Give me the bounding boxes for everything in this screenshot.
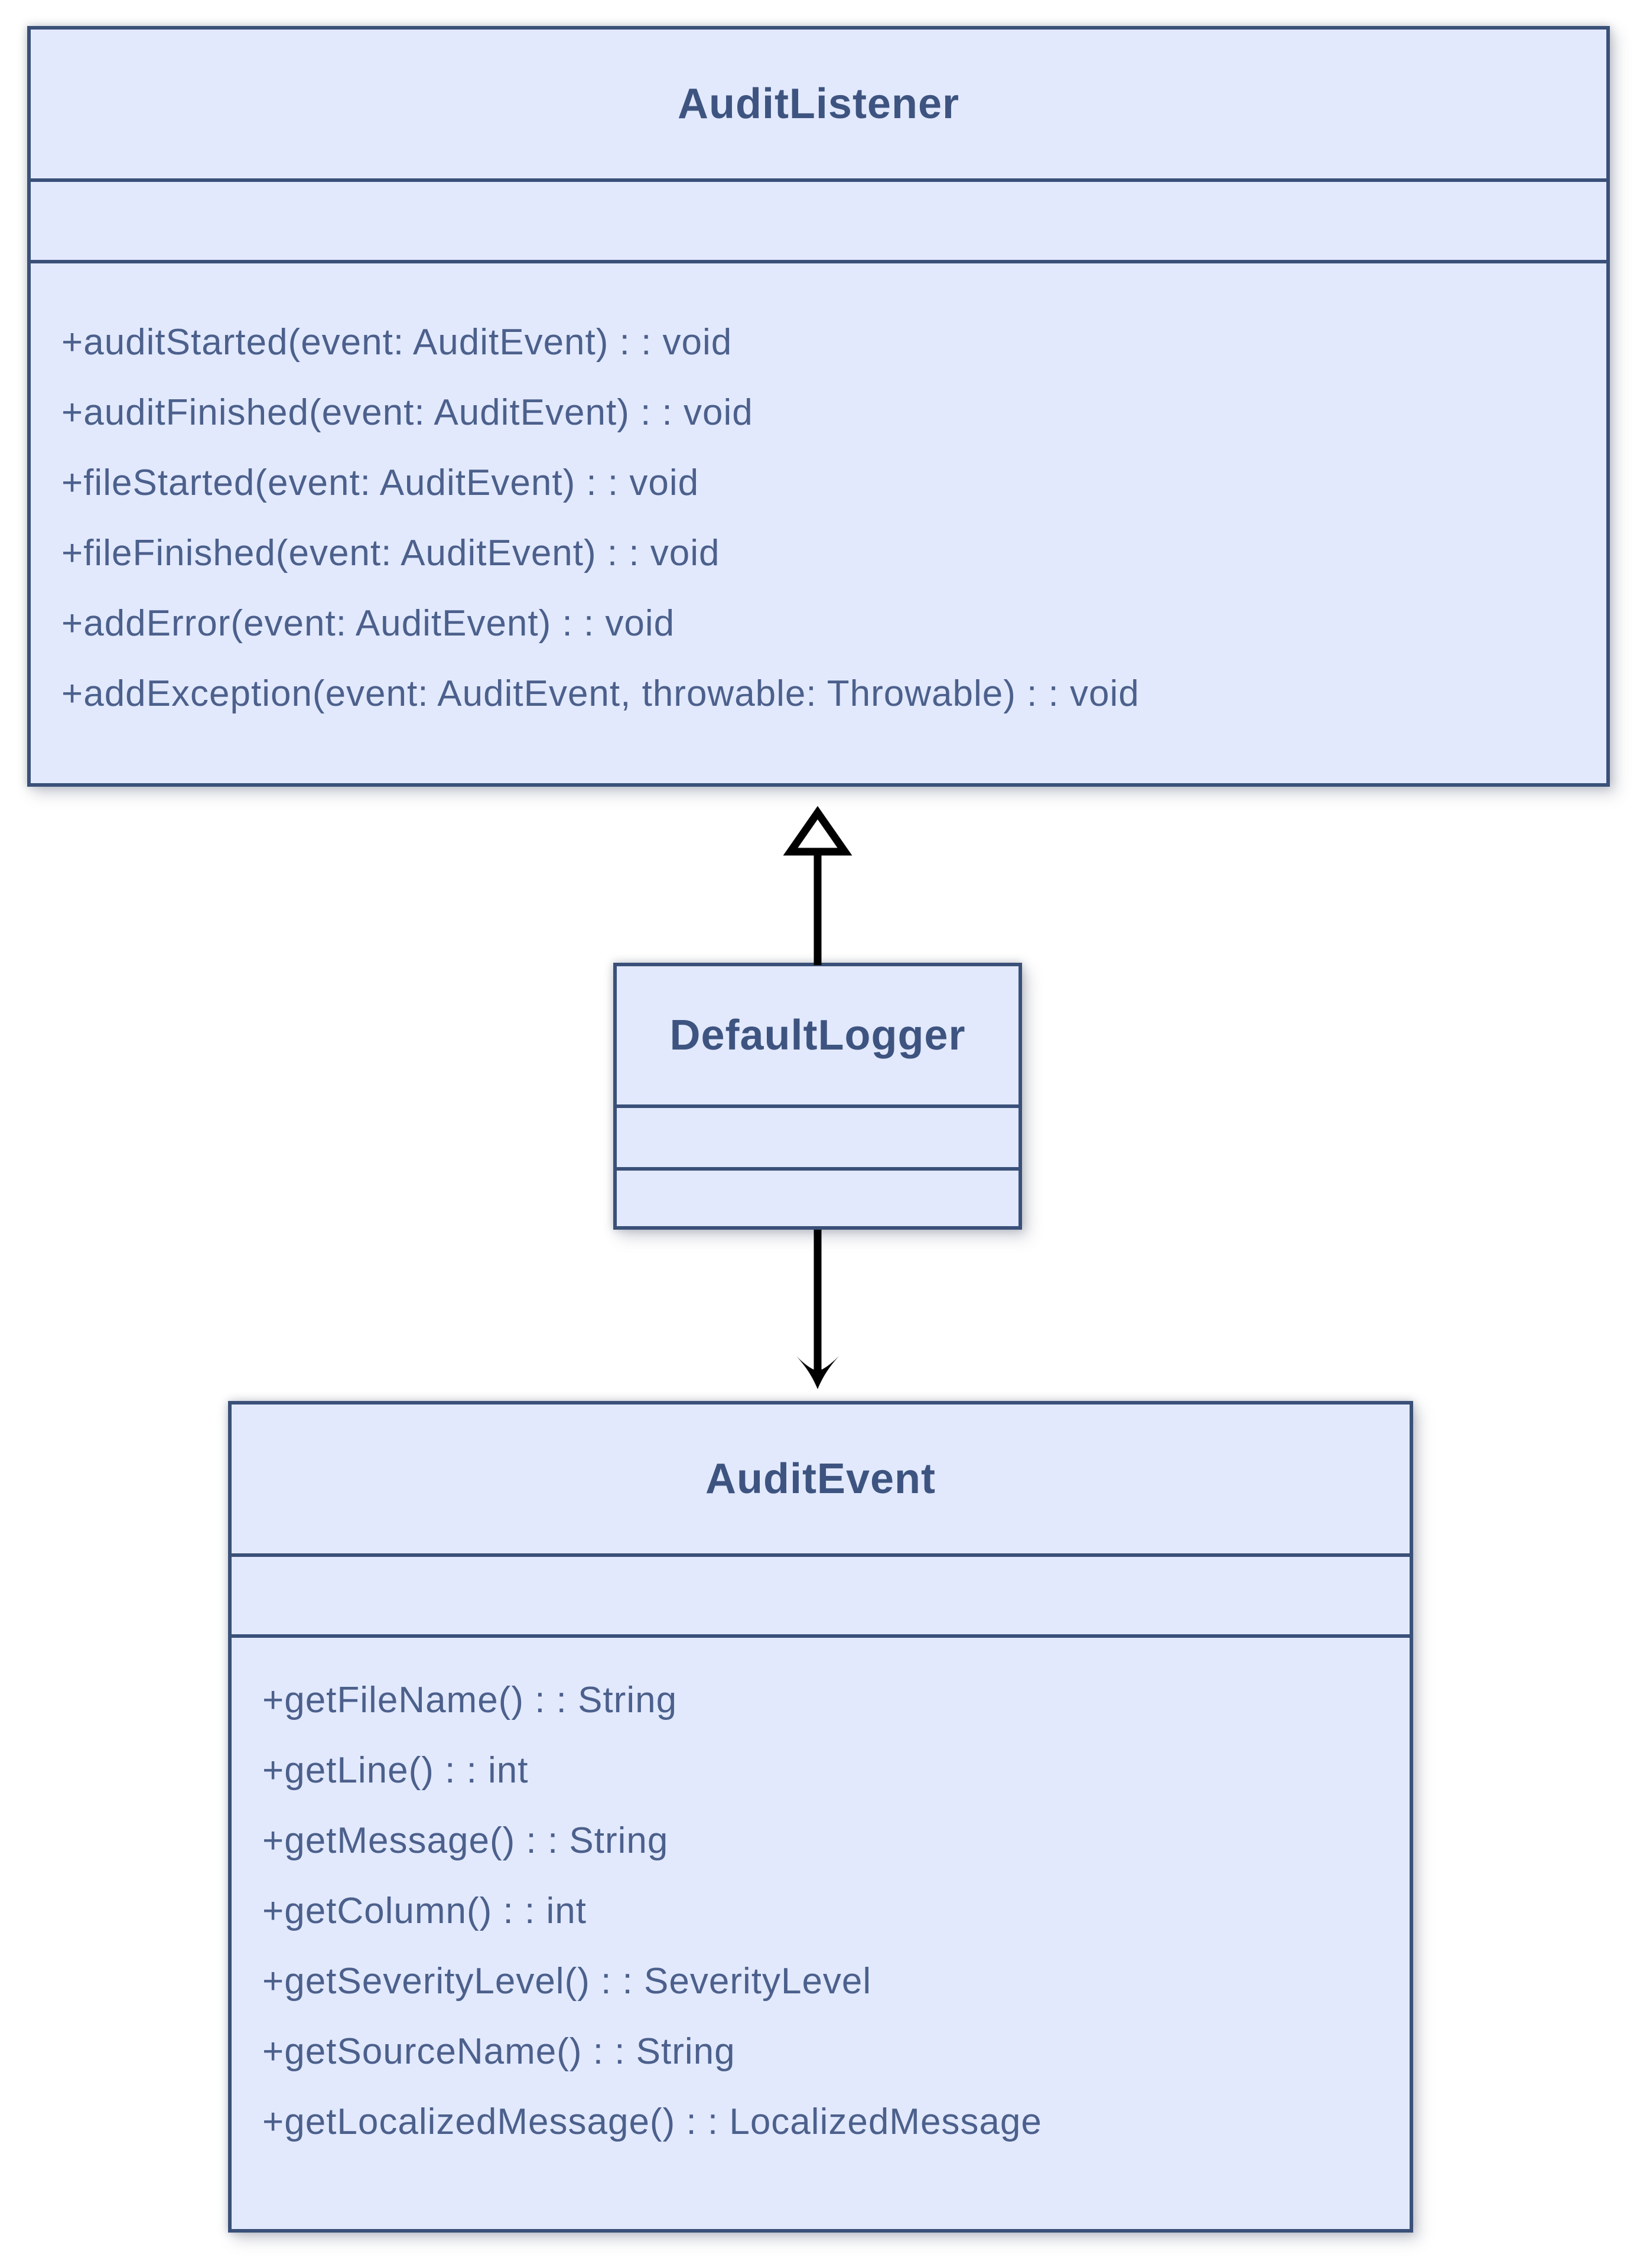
auditlistener-attributes-compartment	[31, 178, 1606, 260]
hollow-triangle-arrowhead-icon	[783, 806, 852, 856]
method-item: +getSeverityLevel() : : SeverityLevel	[262, 1961, 872, 2002]
defaultlogger-methods-compartment	[617, 1167, 1019, 1226]
class-box-auditevent: AuditEvent +getFileName() : : String +ge…	[228, 1401, 1413, 2233]
method-item: +fileStarted(event: AuditEvent) : : void	[61, 462, 699, 503]
association-connector	[796, 1230, 839, 1389]
auditlistener-methods-compartment: +auditStarted(event: AuditEvent) : : voi…	[31, 260, 1606, 783]
class-name: AuditEvent	[705, 1455, 936, 1503]
auditlistener-title-compartment: AuditListener	[31, 30, 1606, 178]
method-item: +getMessage() : : String	[262, 1820, 669, 1861]
method-item: +getColumn() : : int	[262, 1891, 587, 1931]
auditevent-methods-compartment: +getFileName() : : String +getLine() : :…	[232, 1634, 1410, 2229]
method-item: +addError(event: AuditEvent) : : void	[61, 603, 675, 644]
method-item: +addException(event: AuditEvent, throwab…	[61, 673, 1140, 714]
method-item: +getFileName() : : String	[262, 1680, 678, 1720]
class-name: DefaultLogger	[669, 1012, 966, 1059]
defaultlogger-title-compartment: DefaultLogger	[617, 966, 1019, 1104]
auditevent-title-compartment: AuditEvent	[232, 1405, 1410, 1553]
method-item: +auditStarted(event: AuditEvent) : : voi…	[61, 322, 733, 363]
method-item: +auditFinished(event: AuditEvent) : : vo…	[61, 392, 753, 433]
class-name: AuditListener	[677, 80, 960, 128]
method-item: +getSourceName() : : String	[262, 2031, 736, 2072]
class-box-defaultlogger: DefaultLogger	[613, 963, 1022, 1230]
generalization-connector	[783, 806, 852, 965]
method-item: +getLine() : : int	[262, 1750, 529, 1791]
class-box-auditlistener: AuditListener +auditStarted(event: Audit…	[27, 26, 1610, 787]
method-item: +fileFinished(event: AuditEvent) : : voi…	[61, 533, 720, 573]
filled-arrowhead-icon	[796, 1356, 839, 1389]
defaultlogger-attributes-compartment	[617, 1104, 1019, 1167]
method-item: +getLocalizedMessage() : : LocalizedMess…	[262, 2101, 1042, 2142]
auditevent-attributes-compartment	[232, 1553, 1410, 1634]
